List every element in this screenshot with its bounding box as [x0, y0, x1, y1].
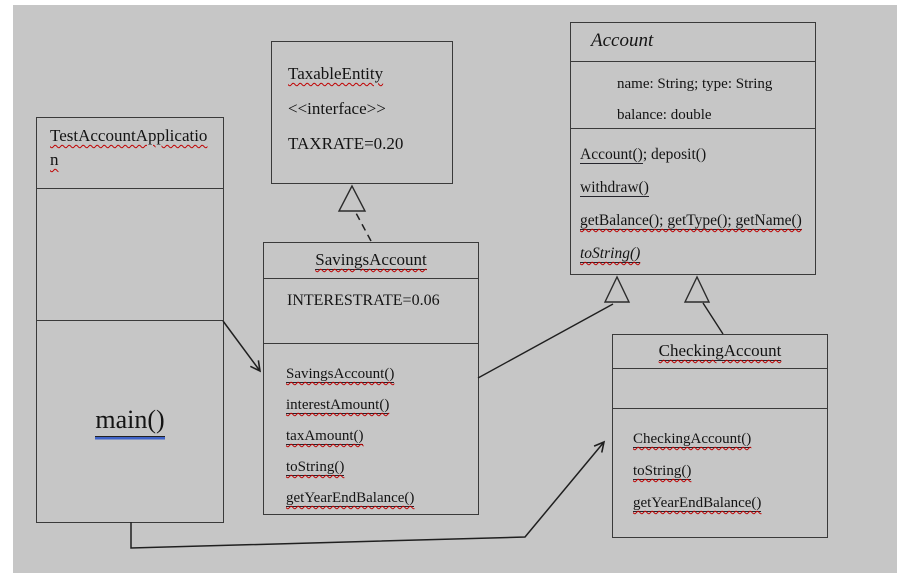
class-title-section: CheckingAccount — [613, 335, 827, 369]
class-name-checkingaccount: CheckingAccount — [658, 341, 782, 361]
method-interestamount: interestAmount() — [286, 397, 390, 414]
method-getyearendbalance: getYearEndBalance() — [286, 490, 415, 507]
method-account-constructor: Account() — [580, 146, 643, 164]
class-methods-section: main() — [37, 321, 223, 521]
method-savingsaccount-constructor: SavingsAccount() — [286, 366, 395, 383]
method-tostring: toString() — [633, 463, 692, 480]
class-title-section: Account — [571, 23, 815, 62]
attribute-name-type: name: String; type: String — [617, 76, 773, 92]
class-name-account: Account — [591, 30, 654, 51]
attribute-balance: balance: double — [617, 107, 712, 123]
constant-interestrate: INTERESTRATE=0.06 — [287, 292, 440, 309]
class-methods-section: Account(); deposit() withdraw() getBalan… — [571, 129, 815, 273]
class-methods-section: CheckingAccount() toString() getYearEndB… — [613, 409, 827, 536]
constant-taxrate: TAXRATE=0.20 — [288, 134, 404, 153]
class-box-testaccountapplication: TestAccountApplication main() — [36, 117, 224, 523]
method-main: main() — [95, 405, 165, 437]
class-name-testaccountapplication: TestAccountApplication — [50, 126, 208, 169]
class-box-account: Account name: String; type: String balan… — [570, 22, 816, 275]
class-box-savingsaccount: SavingsAccount INTERESTRATE=0.06 Savings… — [263, 242, 479, 515]
class-title-section: TestAccountApplication — [37, 118, 223, 189]
class-attributes-section — [613, 369, 827, 409]
method-taxamount: taxAmount() — [286, 428, 364, 445]
interface-body-section: TaxableEntity <<interface>> TAXRATE=0.20 — [272, 42, 452, 183]
method-checkingaccount-constructor: CheckingAccount() — [633, 431, 752, 448]
method-tostring: toString() — [286, 459, 345, 476]
class-methods-section: SavingsAccount() interestAmount() taxAmo… — [264, 344, 478, 513]
class-attributes-section: INTERESTRATE=0.06 — [264, 279, 478, 344]
method-deposit: ; deposit() — [642, 146, 707, 163]
method-getyearendbalance: getYearEndBalance() — [633, 495, 762, 512]
class-attributes-section — [37, 189, 223, 321]
class-box-taxableentity: TaxableEntity <<interface>> TAXRATE=0.20 — [271, 41, 453, 184]
stereotype-interface: <<interface>> — [288, 99, 386, 118]
class-title-section: SavingsAccount — [264, 243, 478, 279]
method-withdraw: withdraw() — [580, 179, 649, 197]
method-getters: getBalance(); getType(); getName() — [580, 212, 802, 230]
class-attributes-section: name: String; type: String balance: doub… — [571, 62, 815, 129]
class-name-savingsaccount: SavingsAccount — [315, 250, 427, 270]
class-box-checkingaccount: CheckingAccount CheckingAccount() toStri… — [612, 334, 828, 538]
class-name-taxableentity: TaxableEntity — [288, 64, 384, 83]
method-tostring: toString() — [580, 245, 641, 263]
